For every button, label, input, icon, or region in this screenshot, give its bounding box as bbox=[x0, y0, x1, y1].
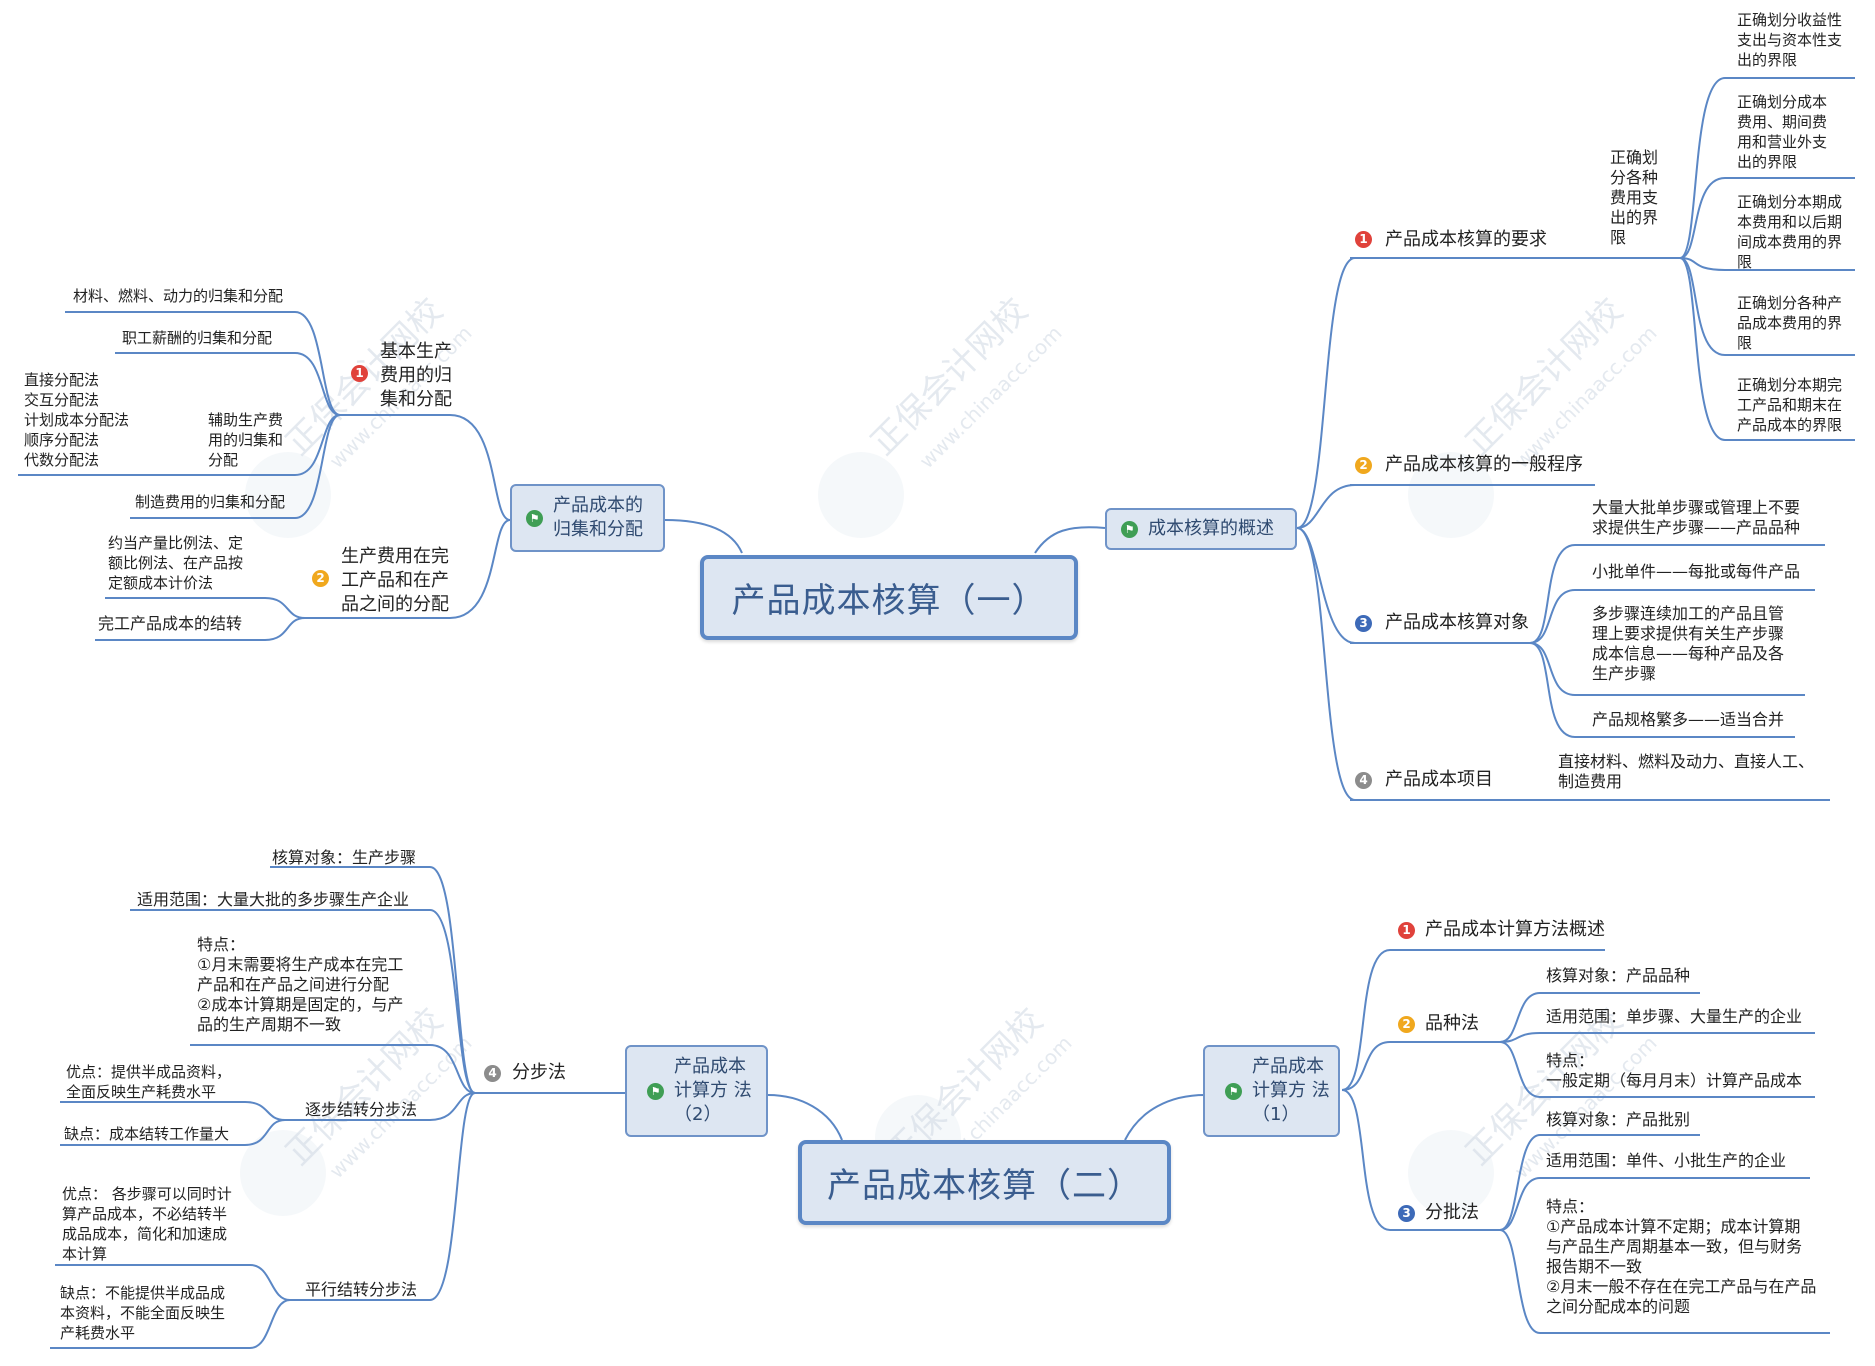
list-item[interactable]: 制造费用的归集和分配 bbox=[135, 493, 286, 511]
watermark-logo bbox=[1408, 1130, 1494, 1216]
branch-batch-method[interactable]: 分批法 bbox=[1425, 1202, 1479, 1223]
branch-allocation-completed-wip[interactable]: 生产费用在完 工产品和在产 品之间的分配 bbox=[341, 546, 449, 615]
main-topic-cost-methods-1[interactable]: ⚑ 产品成本 计算方 法（1） bbox=[1203, 1045, 1340, 1137]
list-item[interactable]: 适用范围：大量大批的多步骤生产企业 bbox=[137, 890, 410, 909]
number-4-icon: 4 bbox=[484, 1065, 501, 1082]
watermark-logo bbox=[1408, 452, 1494, 538]
list-item[interactable]: 约当产量比例法、定 额比例法、在产品按 定额成本计价法 bbox=[108, 534, 244, 592]
list-item[interactable]: 核算对象：生产步骤 bbox=[272, 848, 417, 867]
root-topic[interactable]: 产品成本核算（二） bbox=[798, 1140, 1171, 1225]
list-item[interactable]: 缺点：不能提供半成品成 本资料，不能全面反映生 产耗费水平 bbox=[60, 1284, 226, 1342]
main-topic-label: 成本核算的概述 bbox=[1148, 518, 1274, 539]
method-list[interactable]: 直接分配法 交互分配法 计划成本分配法 顺序分配法 代数分配法 bbox=[24, 371, 130, 469]
list-item[interactable]: 适用范围：单步骤、大量生产的企业 bbox=[1546, 1007, 1803, 1026]
list-item[interactable]: 正确划分各种产 品成本费用的界 限 bbox=[1737, 294, 1843, 352]
main-topic-label: 产品成本 计算方 法（2） bbox=[674, 1056, 752, 1125]
branch-general-procedure[interactable]: 产品成本核算的一般程序 bbox=[1385, 454, 1583, 475]
branch-step-method[interactable]: 分步法 bbox=[512, 1062, 566, 1083]
number-2-icon: 2 bbox=[1355, 457, 1372, 474]
list-item[interactable]: 缺点：成本结转工作量大 bbox=[64, 1125, 230, 1143]
list-item[interactable]: 正确划分本期成 本费用和以后期 间成本费用的界 限 bbox=[1737, 193, 1843, 271]
list-item[interactable]: 优点：提供半成品资料， 全面反映生产耗费水平 bbox=[66, 1063, 232, 1101]
flag-icon: ⚑ bbox=[1121, 520, 1138, 538]
list-item[interactable]: 大量大批单步骤或管理上不要 求提供生产步骤——产品品种 bbox=[1592, 498, 1801, 537]
number-1-icon: 1 bbox=[351, 365, 368, 382]
branch-basic-production-costs[interactable]: 基本生产 费用的归 集和分配 bbox=[380, 341, 452, 410]
sub-branch-define-boundaries[interactable]: 正确划 分各种 费用支 出的界 限 bbox=[1610, 148, 1659, 247]
sub-branch-parallel-transfer[interactable]: 平行结转分步法 bbox=[305, 1280, 418, 1299]
watermark-logo bbox=[245, 452, 331, 538]
list-item[interactable]: 核算对象：产品批别 bbox=[1546, 1110, 1691, 1129]
number-1-icon: 1 bbox=[1355, 231, 1372, 248]
number-3-icon: 3 bbox=[1355, 615, 1372, 632]
number-2-icon: 2 bbox=[1398, 1016, 1415, 1033]
main-topic-cost-methods-2[interactable]: ⚑ 产品成本 计算方 法（2） bbox=[625, 1045, 768, 1137]
list-item[interactable]: 适用范围：单件、小批生产的企业 bbox=[1546, 1151, 1787, 1170]
number-2-icon: 2 bbox=[312, 570, 329, 587]
sub-branch-sequential-transfer[interactable]: 逐步结转分步法 bbox=[305, 1100, 418, 1119]
root-topic[interactable]: 产品成本核算（一） bbox=[700, 555, 1078, 640]
list-item[interactable]: 正确划分成本 费用、期间费 用和营业外支 出的界限 bbox=[1737, 93, 1828, 171]
main-topic-label: 产品成本 计算方 法（1） bbox=[1252, 1056, 1330, 1125]
watermark-logo bbox=[818, 452, 904, 538]
list-item[interactable]: 材料、燃料、动力的归集和分配 bbox=[73, 287, 284, 305]
list-item[interactable]: 小批单件——每批或每件产品 bbox=[1592, 562, 1801, 581]
list-item[interactable]: 产品规格繁多——适当合并 bbox=[1592, 710, 1785, 729]
branch-cost-objects[interactable]: 产品成本核算对象 bbox=[1385, 612, 1529, 633]
main-topic-cost-accounting-overview[interactable]: ⚑ 成本核算的概述 bbox=[1105, 508, 1297, 550]
main-topic-collection-allocation[interactable]: ⚑ 产品成本的 归集和分配 bbox=[510, 484, 665, 552]
list-item[interactable]: 直接材料、燃料及动力、直接人工、 制造费用 bbox=[1558, 752, 1815, 791]
list-item[interactable]: 核算对象：产品品种 bbox=[1546, 966, 1691, 985]
branch-variety-method[interactable]: 品种法 bbox=[1425, 1013, 1479, 1034]
sub-branch-auxiliary-production[interactable]: 辅助生产费 用的归集和 分配 bbox=[208, 411, 284, 469]
list-item[interactable]: 优点： 各步骤可以同时计 算产品成本，不必结转半 成品成本，简化和加速成 本计算 bbox=[62, 1185, 232, 1263]
list-item[interactable]: 完工产品成本的结转 bbox=[98, 614, 243, 633]
list-item[interactable]: 正确划分收益性 支出与资本性支 出的界限 bbox=[1737, 11, 1843, 69]
flag-icon: ⚑ bbox=[647, 1082, 664, 1100]
branch-cost-items[interactable]: 产品成本项目 bbox=[1385, 769, 1493, 790]
list-item[interactable]: 多步骤连续加工的产品且管 理上要求提供有关生产步骤 成本信息——每种产品及各 生… bbox=[1592, 604, 1785, 683]
number-4-icon: 4 bbox=[1355, 772, 1372, 789]
list-item[interactable]: 特点： 一般定期（每月月末）计算产品成本 bbox=[1546, 1051, 1803, 1090]
branch-requirements[interactable]: 产品成本核算的要求 bbox=[1385, 229, 1547, 250]
list-item[interactable]: 正确划分本期完 工产品和期末在 产品成本的界限 bbox=[1737, 376, 1843, 434]
number-3-icon: 3 bbox=[1398, 1205, 1415, 1222]
flag-icon: ⚑ bbox=[526, 509, 543, 527]
branch-methods-overview[interactable]: 产品成本计算方法概述 bbox=[1425, 919, 1605, 940]
list-item[interactable]: 特点： ①产品成本计算不定期；成本计算期 与产品生产周期基本一致，但与财务 报告… bbox=[1546, 1197, 1817, 1316]
number-1-icon: 1 bbox=[1398, 922, 1415, 939]
flag-icon: ⚑ bbox=[1225, 1082, 1242, 1100]
list-item[interactable]: 职工薪酬的归集和分配 bbox=[122, 329, 273, 347]
list-item[interactable]: 特点： ①月末需要将生产成本在完工 产品和在产品之间进行分配 ②成本计算期是固定… bbox=[197, 935, 404, 1034]
main-topic-label: 产品成本的 归集和分配 bbox=[553, 495, 643, 540]
